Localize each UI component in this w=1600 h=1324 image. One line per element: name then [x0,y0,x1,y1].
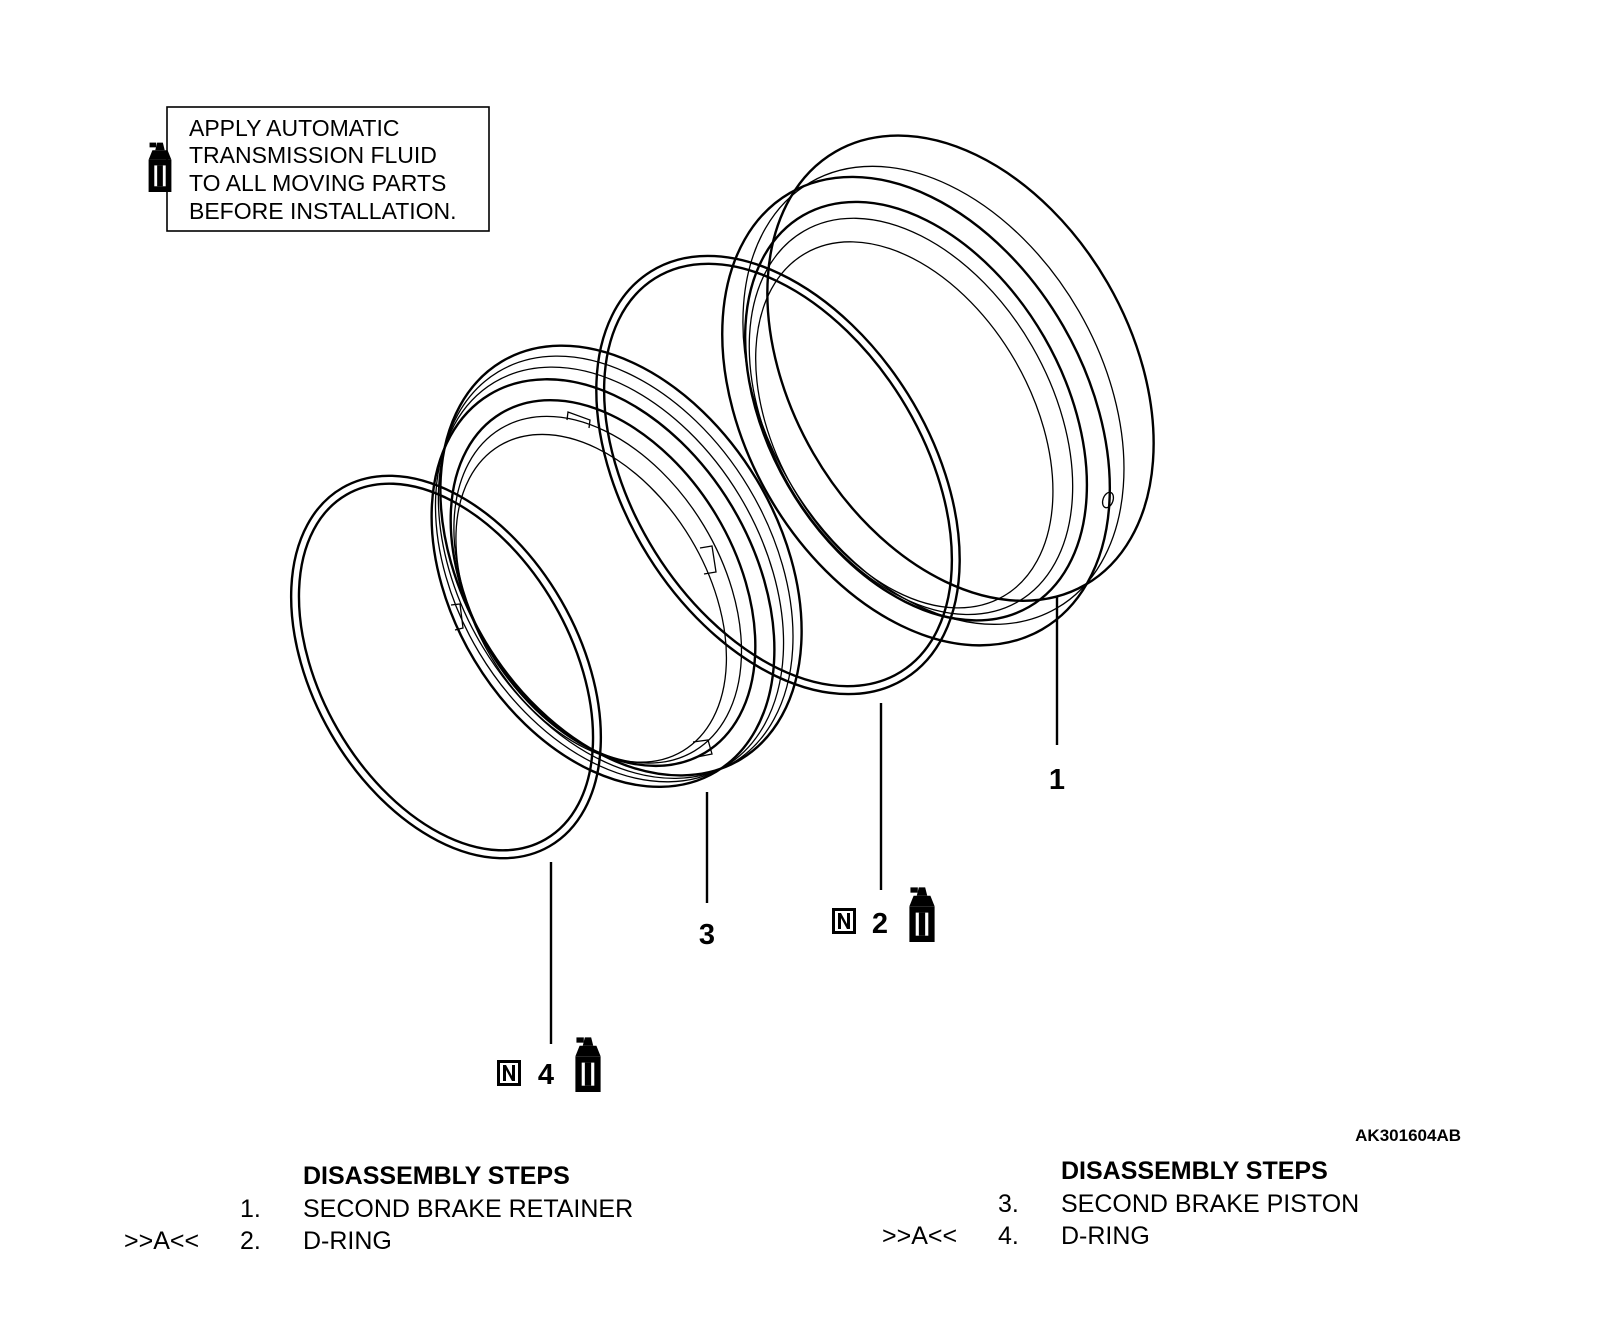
new-part-n-icon [497,1060,521,1086]
figure-code: AK301604AB [1355,1126,1461,1145]
steps-right-title: DISASSEMBLY STEPS [1061,1157,1328,1185]
callout-4-group: 4 [497,1037,601,1092]
atf-note-box: APPLY AUTOMATIC TRANSMISSION FLUID TO AL… [148,106,490,232]
note-line-2: TRANSMISSION FLUID [189,142,437,168]
steps-left-number-1: 1. [240,1195,261,1223]
steps-right-number-3: 3. [998,1190,1019,1218]
steps-left-name-1: SECOND BRAKE RETAINER [303,1195,633,1223]
steps-right-name-4: D-RING [1061,1222,1150,1250]
callout-2-group: 2 [832,887,935,942]
note-line-1: APPLY AUTOMATIC [189,115,399,141]
d-ring-large [595,254,961,696]
second-brake-piston [430,344,803,789]
oil-can-icon [148,142,172,192]
note-line-3: TO ALL MOVING PARTS [189,170,446,196]
callout-4: 4 [538,1059,554,1091]
disassembly-steps-left: DISASSEMBLY STEPS >>A<< 1. SECOND BRAKE … [124,1162,633,1255]
oil-can-icon [575,1037,601,1092]
oil-can-icon [909,887,935,942]
note-line-4: BEFORE INSTALLATION. [189,198,457,224]
steps-right-number-4: 4. [998,1222,1019,1250]
steps-left-marker-2: >>A<< [124,1227,199,1255]
callout-3: 3 [699,919,715,951]
new-part-n-icon [832,908,856,934]
second-brake-retainer [721,134,1155,647]
steps-right-marker-4: >>A<< [882,1222,957,1250]
callout-2: 2 [872,908,888,940]
steps-left-title: DISASSEMBLY STEPS [303,1162,570,1190]
callout-1: 1 [1049,764,1065,796]
d-ring-small [289,474,603,860]
steps-left-name-2: D-RING [303,1227,392,1255]
steps-left-number-2: 2. [240,1227,261,1255]
disassembly-steps-right: DISASSEMBLY STEPS >>A<< 3. SECOND BRAKE … [882,1157,1359,1250]
steps-right-name-3: SECOND BRAKE PISTON [1061,1190,1359,1218]
